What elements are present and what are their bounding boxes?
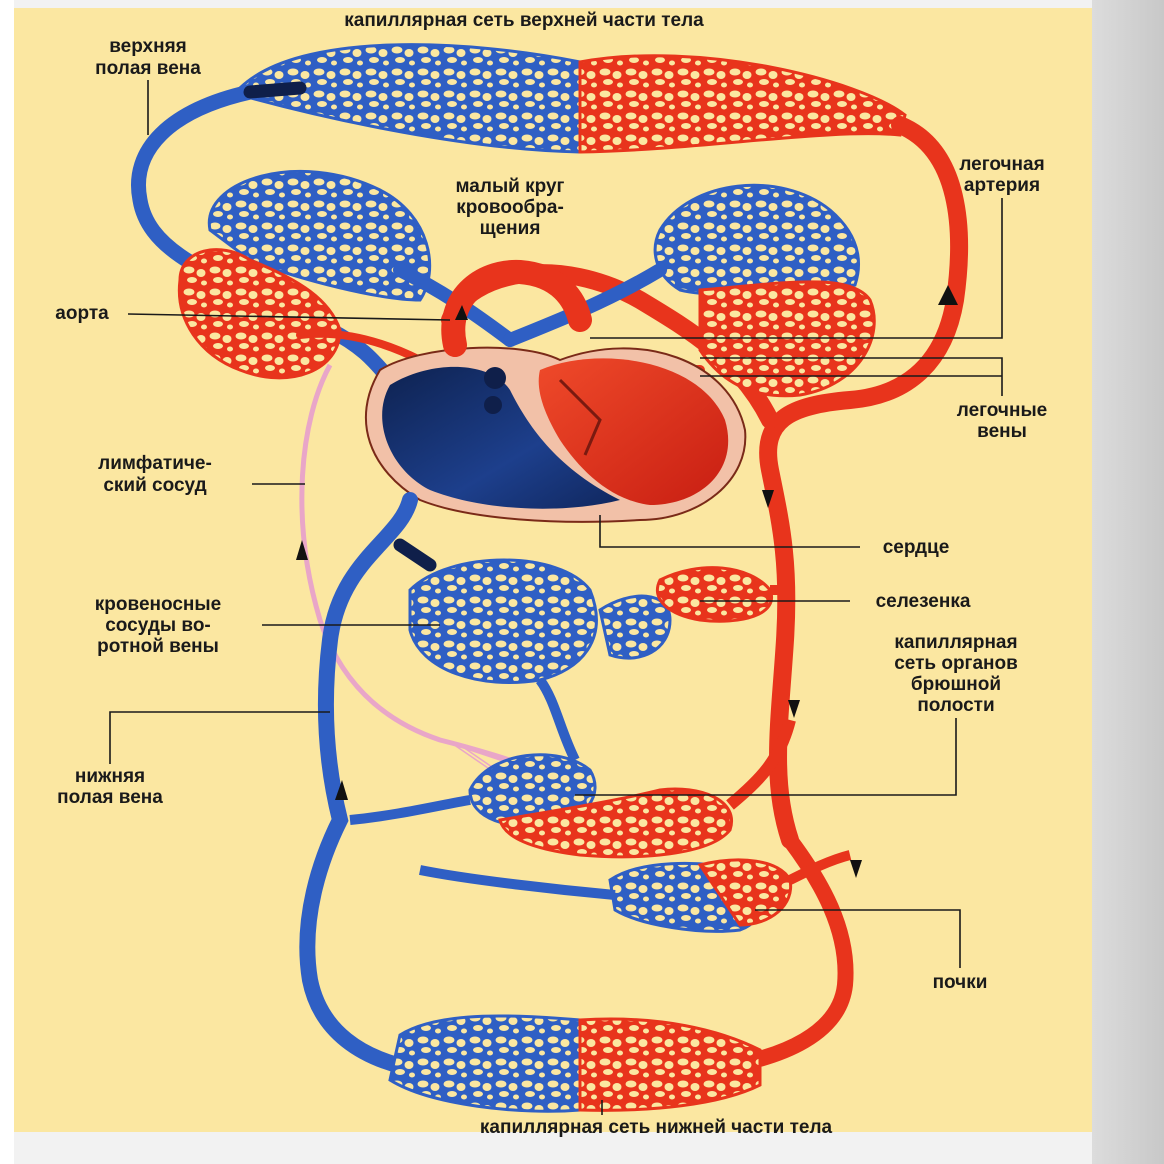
label-pulmonary-circuit-2: кровообра- — [456, 197, 564, 218]
label-pulmonary-artery-2: артерия — [964, 175, 1040, 196]
heart — [366, 348, 745, 522]
label-pulmonary-artery-1: легочная — [959, 154, 1044, 175]
label-spleen: селезенка — [876, 591, 971, 612]
label-abdominal-capillaries-1: капиллярная — [894, 632, 1017, 653]
label-upper-capillaries: капиллярная сеть верхней части тела — [344, 10, 704, 31]
label-pulmonary-veins-1: легочные — [957, 400, 1047, 421]
label-aorta: аорта — [55, 303, 109, 324]
label-pulmonary-veins-2: вены — [977, 421, 1027, 442]
label-kidneys: почки — [933, 972, 988, 993]
label-pulmonary-circuit-3: щения — [480, 218, 541, 239]
label-superior-vena-cava-1: верхняя — [109, 36, 187, 57]
label-heart: сердце — [883, 537, 950, 558]
label-inferior-vena-cava-1: нижняя — [75, 766, 145, 787]
lower-capillary-network — [390, 1016, 760, 1111]
superior-vena-cava-dark — [250, 88, 300, 92]
label-abdominal-capillaries-2: сеть органов — [894, 653, 1018, 674]
label-inferior-vena-cava-2: полая вена — [57, 787, 163, 808]
label-lower-capillaries: капиллярная сеть нижней части тела — [480, 1117, 833, 1138]
label-lymph-vessel-2: ский сосуд — [103, 475, 206, 496]
label-portal-vessels-1: кровеносные — [95, 594, 221, 615]
label-abdominal-capillaries-3: брюшной — [911, 674, 1001, 695]
label-portal-vessels-2: сосуды во- — [105, 615, 211, 636]
label-pulmonary-circuit-1: малый круг — [456, 176, 565, 197]
label-abdominal-capillaries-4: полости — [917, 695, 994, 716]
label-superior-vena-cava-2: полая вена — [95, 58, 201, 79]
label-portal-vessels-3: ротной вены — [97, 636, 219, 657]
label-lymph-vessel-1: лимфатиче- — [98, 453, 212, 474]
